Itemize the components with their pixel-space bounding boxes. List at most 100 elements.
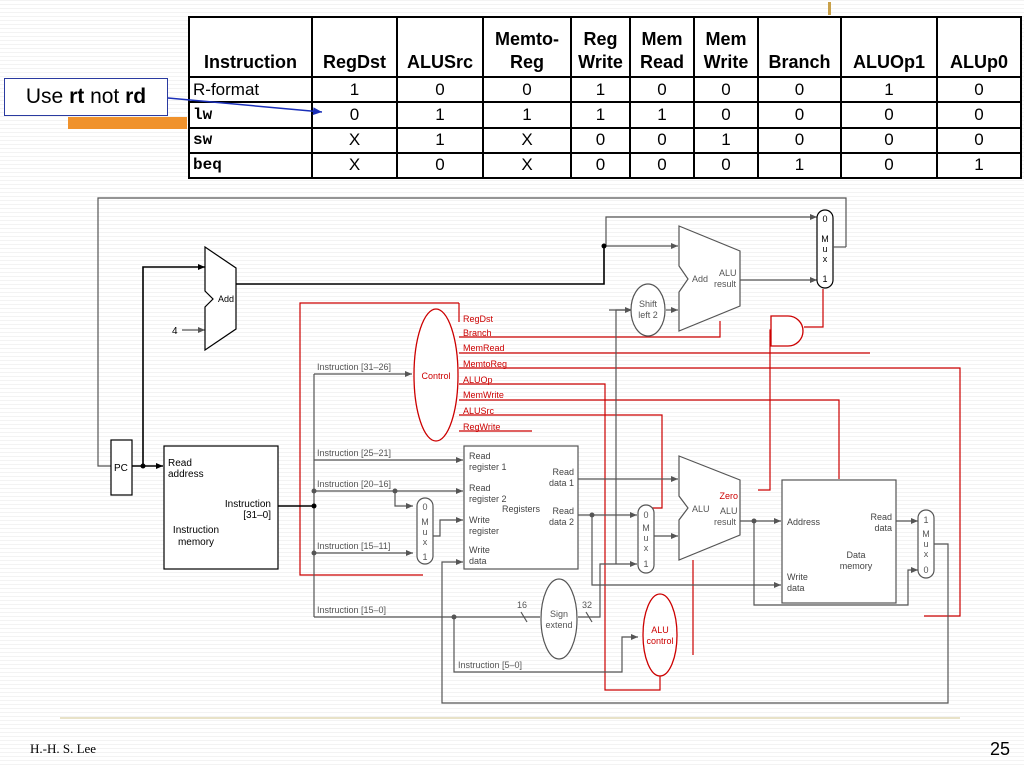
signal-value-cell: 1 (840, 75, 938, 104)
col-header: Memto- Reg (482, 16, 572, 78)
svg-text:Read: Read (552, 467, 574, 477)
col-header: ALUSrc (396, 16, 484, 78)
reg-dst-mux: 0 M u x 1 (416, 497, 434, 565)
signal-value-cell: 0 (757, 75, 842, 104)
svg-text:Instruction [20–16]: Instruction [20–16] (317, 479, 391, 489)
svg-text:data: data (469, 556, 487, 566)
signal-value-cell: 0 (693, 151, 759, 180)
svg-text:Address: Address (787, 517, 821, 527)
instruction-field-labels: Instruction [31–26] Instruction [25–21] … (317, 362, 522, 670)
svg-text:Write: Write (787, 572, 808, 582)
signal-value-cell: 1 (693, 126, 759, 154)
svg-text:data 1: data 1 (549, 478, 574, 488)
shift-left-2: Shift left 2 (630, 283, 666, 337)
svg-text:M: M (642, 523, 650, 533)
svg-text:M: M (421, 517, 429, 527)
svg-text:1: 1 (822, 274, 827, 284)
svg-text:u: u (643, 533, 648, 543)
page-number: 25 (990, 739, 1011, 759)
svg-text:ALU: ALU (720, 506, 738, 516)
svg-text:data: data (787, 583, 805, 593)
svg-text:1: 1 (643, 559, 648, 569)
bus-width-16: 16 (517, 600, 527, 610)
svg-text:Instruction: Instruction (173, 525, 219, 536)
callout-rd: rd (125, 85, 147, 108)
svg-text:x: x (644, 543, 649, 553)
svg-text:x: x (823, 254, 828, 264)
svg-text:MemtoReg: MemtoReg (463, 359, 507, 369)
signal-value-cell: 1 (936, 151, 1022, 180)
svg-text:[31–0]: [31–0] (243, 510, 271, 521)
signal-value-cell: X (311, 126, 398, 154)
callout-text: not (90, 85, 120, 108)
bus-width-32: 32 (582, 600, 592, 610)
svg-text:u: u (822, 244, 827, 254)
svg-text:result: result (714, 279, 737, 289)
svg-text:Read: Read (168, 458, 192, 469)
pc-adder: Add (204, 245, 237, 352)
signal-value-cell: 0 (840, 126, 938, 154)
pc-source-mux: 0 M u x 1 (816, 209, 834, 289)
signal-value-cell: 1 (396, 101, 484, 129)
memto-reg-mux: 1 M u x 0 (917, 509, 935, 579)
instruction-cell: sw (188, 126, 313, 154)
svg-text:result: result (714, 517, 737, 527)
sign-extend: Sign extend (540, 578, 578, 660)
svg-text:Shift: Shift (639, 299, 658, 309)
svg-text:Read: Read (870, 512, 892, 522)
col-header: RegDst (311, 16, 398, 78)
svg-text:address: address (168, 469, 204, 480)
signal-value-cell: 1 (482, 101, 572, 129)
bus-width-marks (520, 611, 593, 623)
svg-text:data: data (874, 523, 892, 533)
svg-text:ALU: ALU (692, 504, 710, 514)
pc-wires (132, 246, 605, 507)
svg-text:u: u (923, 539, 928, 549)
svg-text:MemRead: MemRead (463, 343, 505, 353)
register-file: Read register 1 Read register 2 Write re… (463, 445, 579, 570)
svg-text:M: M (821, 234, 829, 244)
signal-value-cell: 0 (936, 101, 1022, 129)
svg-text:data 2: data 2 (549, 517, 574, 527)
svg-text:0: 0 (822, 214, 827, 224)
signal-value-cell: 1 (570, 101, 631, 129)
svg-text:Zero: Zero (719, 491, 738, 501)
control-unit: Control (413, 308, 459, 442)
svg-text:Instruction [15–0]: Instruction [15–0] (317, 605, 386, 615)
signal-value-cell: 0 (570, 126, 631, 154)
signal-value-cell: 0 (570, 151, 631, 180)
signal-value-cell: 1 (570, 75, 631, 104)
signal-value-cell: 0 (311, 101, 398, 129)
signal-value-cell: 0 (936, 75, 1022, 104)
col-header: Reg Write (570, 16, 631, 78)
main-alu: ALU Zero ALU result (678, 455, 741, 561)
svg-text:0: 0 (923, 565, 928, 575)
signal-value-cell: 0 (840, 101, 938, 129)
signal-value-cell: 0 (693, 101, 759, 129)
svg-text:Read: Read (469, 483, 491, 493)
svg-text:x: x (423, 537, 428, 547)
svg-text:Branch: Branch (463, 328, 492, 338)
col-header: ALUp0 (936, 16, 1022, 78)
svg-text:Read: Read (552, 506, 574, 516)
signal-value-cell: X (482, 151, 572, 180)
svg-text:0: 0 (643, 510, 648, 520)
svg-text:Registers: Registers (502, 504, 541, 514)
svg-text:ALUSrc: ALUSrc (463, 406, 495, 416)
svg-text:control: control (646, 636, 673, 646)
signal-value-cell: 0 (396, 75, 484, 104)
instruction-memory: Read address Instruction [31–0] Instruct… (163, 445, 279, 570)
signal-value-cell: 0 (629, 151, 695, 180)
signal-value-cell: 0 (629, 126, 695, 154)
svg-text:1: 1 (422, 552, 427, 562)
col-header: ALUOp1 (840, 16, 938, 78)
decorative-mark (828, 2, 831, 15)
svg-text:Read: Read (469, 451, 491, 461)
signal-value-cell: 0 (396, 151, 484, 180)
instruction-cell: beq (188, 151, 313, 180)
signal-value-cell: 1 (311, 75, 398, 104)
